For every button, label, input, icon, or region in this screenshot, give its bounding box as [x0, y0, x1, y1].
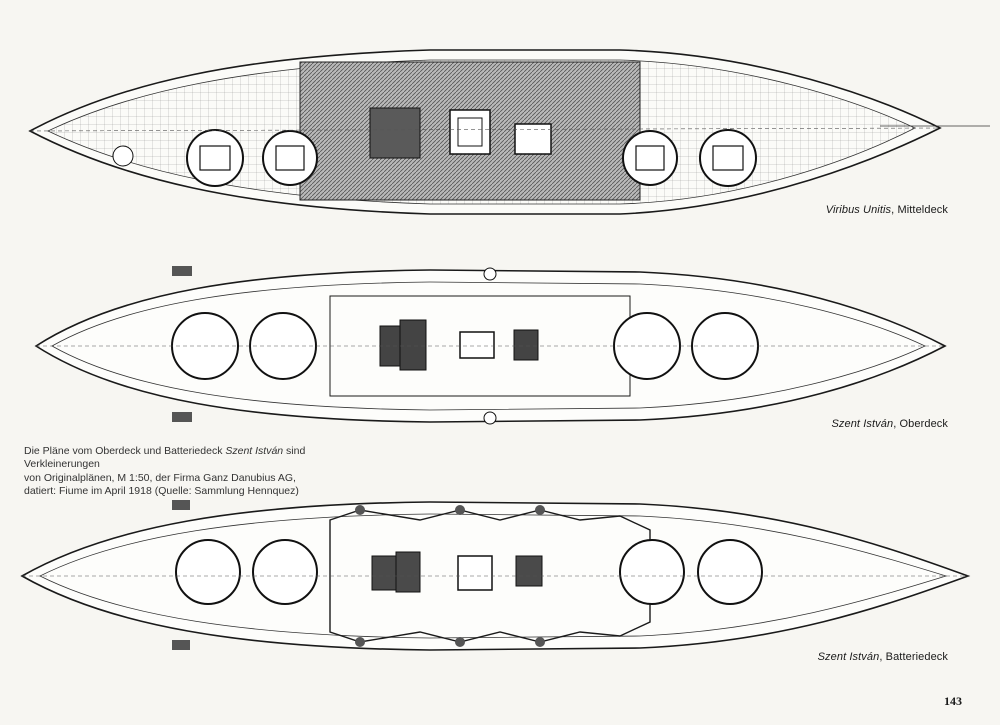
mitteldeck-drawing: [28, 49, 990, 215]
superstructure-outline: [329, 295, 631, 397]
turret-barbettes: [175, 539, 763, 605]
caption-mitteldeck: Viribus Unitis, Mitteldeck: [825, 204, 948, 216]
turret-barbettes: [186, 129, 757, 187]
plan-oberdeck: [0, 262, 1000, 432]
page-number: 143: [944, 694, 962, 708]
plan-mitteldeck: [0, 28, 1000, 228]
batteriedeck-drawing: [20, 500, 971, 651]
plan-source-note: Die Pläne vom Oberdeck und Batteriedeck …: [24, 445, 306, 498]
caption-batteriedeck: Szent István, Batteriedeck: [817, 651, 948, 663]
oberdeck-drawing: [34, 266, 947, 425]
plan-batteriedeck: [0, 490, 1000, 660]
caption-oberdeck: Szent István, Oberdeck: [831, 418, 948, 430]
